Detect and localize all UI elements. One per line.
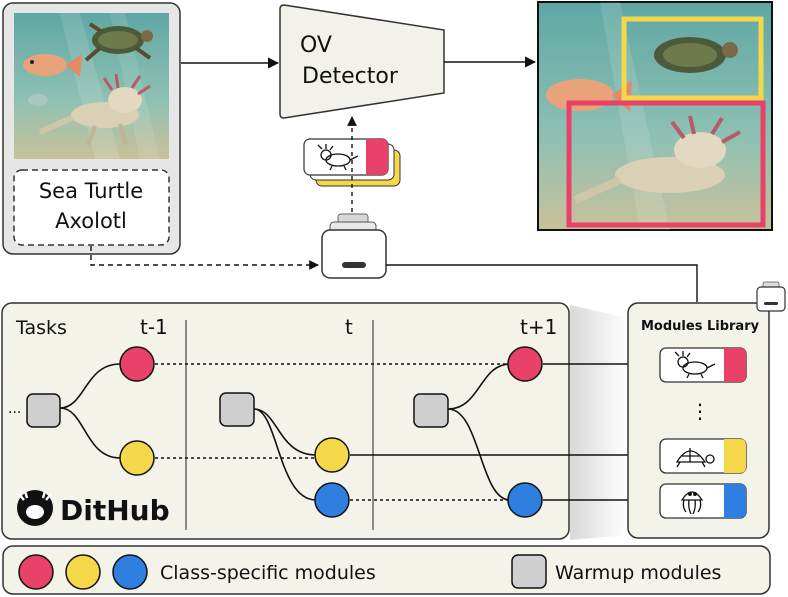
library-module-axolotl (659, 347, 747, 383)
class-module-red-3 (507, 346, 543, 382)
modules-library-title: Modules Library (641, 319, 760, 334)
warmup-module-3 (413, 393, 449, 428)
column-t-plus-1: t+1 (520, 315, 557, 339)
modules-library: Modules Library ⋮ (627, 281, 786, 539)
prompt-sea-turtle: Sea Turtle (39, 179, 143, 203)
legend-warmup-label: Warmup modules (555, 562, 721, 584)
warmup-module-1 (26, 393, 61, 428)
ov-detector: OV Detector (279, 4, 445, 119)
warmup-module-2 (219, 392, 255, 427)
jellyfish-icon (680, 491, 704, 515)
library-ellipsis: ⋮ (690, 399, 710, 423)
tasks-title: Tasks (15, 317, 67, 339)
column-t-minus-1: t-1 (140, 315, 168, 339)
class-module-yellow-2 (314, 437, 350, 473)
input-image (14, 13, 169, 159)
legend-warmup-square (511, 554, 547, 589)
axolotl-icon (317, 144, 359, 171)
class-module-blue-3 (507, 482, 543, 518)
turtle-detection-box (621, 16, 764, 101)
text-prompt-box (13, 169, 170, 246)
detector-label-detector: Detector (302, 64, 399, 89)
dithub-logo-icon (17, 490, 53, 526)
detector-label-ov: OV (300, 33, 332, 58)
legend-red-circle (18, 554, 54, 590)
brand-dithub: DitHub (60, 494, 170, 527)
axolotl-detection-box (566, 100, 766, 228)
legend-yellow-circle (65, 554, 101, 590)
tasks-panel: Tasks t-1 t t+1 ... DitHub (1, 302, 570, 540)
line-picker-to-library (386, 264, 698, 302)
prompt-axolotl: Axolotl (55, 209, 127, 233)
output-image (537, 1, 773, 231)
class-module-red-1 (119, 346, 155, 382)
library-module-turtle (659, 438, 747, 474)
column-t: t (345, 315, 353, 339)
legend-blue-circle (112, 554, 148, 590)
class-module-blue-2 (314, 482, 350, 518)
input-panel: Sea Turtle Axolotl (2, 2, 181, 255)
class-module-yellow-1 (119, 440, 155, 476)
library-picker-icon (756, 281, 786, 312)
arrow-prompt-to-picker (90, 246, 319, 270)
axolotl-icon (674, 351, 716, 379)
library-module-jellyfish (659, 483, 747, 519)
legend: Class-specific modules Warmup modules (2, 545, 771, 595)
module-picker (321, 213, 387, 279)
turtle-icon (675, 448, 715, 468)
tasks-ellipsis: ... (8, 401, 21, 417)
selected-modules-stack (303, 138, 401, 187)
legend-class-specific-label: Class-specific modules (160, 562, 376, 584)
